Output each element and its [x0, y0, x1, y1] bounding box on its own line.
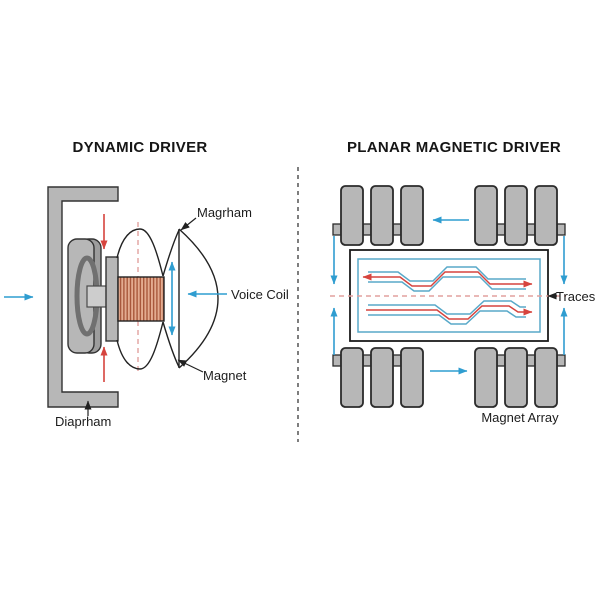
magnet-bar [400, 185, 424, 246]
trace-group-top [362, 266, 533, 292]
magnet-connector [556, 354, 566, 367]
dome-surround [178, 228, 219, 369]
label-voice-coil: Voice Coil [231, 287, 289, 302]
magnet-bar [340, 185, 364, 246]
magnet-array-top [340, 185, 558, 246]
magnet-bar [370, 185, 394, 246]
pole-rod [86, 285, 108, 308]
frame-bracket [47, 186, 119, 408]
coil-flange [105, 256, 119, 342]
label-magrham: Magrham [197, 205, 252, 220]
magnet-connector [332, 354, 342, 367]
magnet-connector [362, 354, 372, 367]
magnet-connector [392, 223, 402, 236]
left-title: DYNAMIC DRIVER [72, 139, 208, 156]
cone-outline-lower-back [116, 321, 164, 370]
magnet-connector [496, 223, 506, 236]
label-traces: Traces [556, 289, 596, 304]
magnet-bar [474, 347, 498, 408]
magnet-bar [370, 347, 394, 408]
cone-outline-upper-front [162, 229, 180, 277]
magnet-connector [526, 354, 536, 367]
magnet-bar [504, 347, 528, 408]
magnet-bar [340, 347, 364, 408]
label-magnet: Magnet [203, 368, 247, 383]
label-diaprham: Diaprham [55, 414, 112, 429]
magnet-connector [496, 354, 506, 367]
magnet-connector [526, 223, 536, 236]
trace-group-bottom [366, 300, 533, 325]
magnet-bar [534, 347, 558, 408]
right-title: PLANAR MAGNETIC DRIVER [346, 139, 562, 156]
cone-outline-lower-front [162, 321, 180, 368]
magnet-connector [556, 223, 566, 236]
magnet-leader-arrow [177, 359, 204, 373]
magnet-connector [332, 223, 342, 236]
magnet-connectors [332, 223, 566, 367]
magnet-bar [400, 347, 424, 408]
magnet-bar [504, 185, 528, 246]
trace-blue-line [368, 300, 526, 315]
trace-blue-line [368, 310, 526, 325]
planar-driver-diagram [330, 185, 568, 408]
magrham-leader-arrow [180, 217, 197, 231]
magnet-connector [392, 354, 402, 367]
cone-outline-upper-back [116, 228, 164, 277]
voice-coil-winding [117, 276, 165, 322]
trace-red-current-arrow [362, 271, 533, 288]
trace-red-current-arrow [366, 305, 533, 320]
magnet-bar [534, 185, 558, 246]
magnet-bar [474, 185, 498, 246]
label-magnet-array: Magnet Array [481, 410, 559, 425]
magnet-array-bottom [340, 347, 558, 408]
magnet-connector [362, 223, 372, 236]
dynamic-driver-diagram [4, 186, 227, 416]
